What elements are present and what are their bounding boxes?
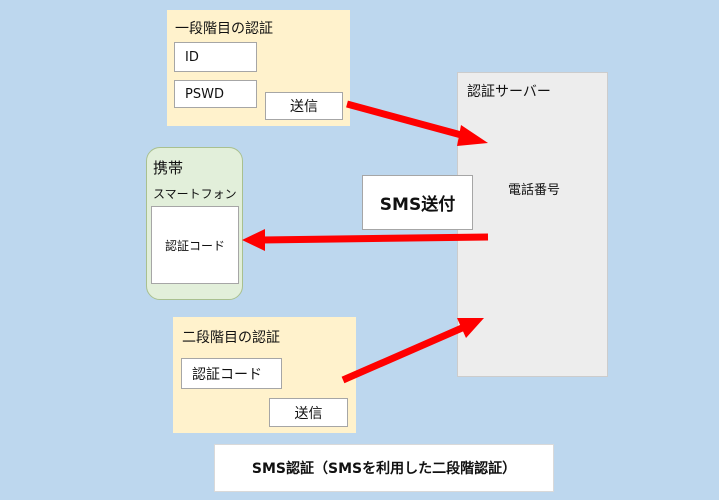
arrow-head-server-2 [457, 318, 484, 338]
caption-box: SMS認証（SMSを利用した二段階認証） [214, 444, 554, 492]
phone-screen: 認証コード [151, 206, 239, 284]
arrow-step1-to-server [346, 100, 466, 140]
caption-text: SMS認証（SMSを利用した二段階認証） [251, 461, 517, 477]
phone-panel: 携帯 スマートフォン 認証コード [146, 147, 243, 300]
step2-send-button[interactable]: 送信 [269, 398, 348, 427]
step1-panel: 一段階目の認証 ID PSWD 送信 [167, 10, 350, 126]
step2-title: 二段階目の認証 [182, 330, 280, 346]
arrow-server-to-phone [261, 233, 489, 244]
step1-title: 一段階目の認証 [175, 21, 273, 37]
server-title: 認証サーバー [467, 84, 551, 100]
step2-panel: 二段階目の認証 認証コード 送信 [173, 317, 356, 433]
id-field[interactable]: ID [174, 42, 257, 72]
arrow-head-server [457, 125, 488, 146]
sms-send-text: SMS送付 [379, 195, 456, 215]
auth-server: 認証サーバー 電話番号 [457, 72, 608, 377]
server-phone-number: 電話番号 [508, 183, 561, 198]
step2-code-field[interactable]: 認証コード [181, 358, 282, 389]
pswd-field[interactable]: PSWD [174, 80, 257, 108]
arrow-head-phone [242, 229, 265, 251]
arrow-step2-to-server [341, 324, 464, 384]
sms-send-label: SMS送付 [362, 175, 473, 230]
step1-send-button[interactable]: 送信 [265, 92, 343, 120]
phone-code-label: 認証コード [164, 238, 225, 253]
phone-title: 携帯 [153, 159, 184, 177]
phone-subtitle: スマートフォン [153, 187, 237, 201]
